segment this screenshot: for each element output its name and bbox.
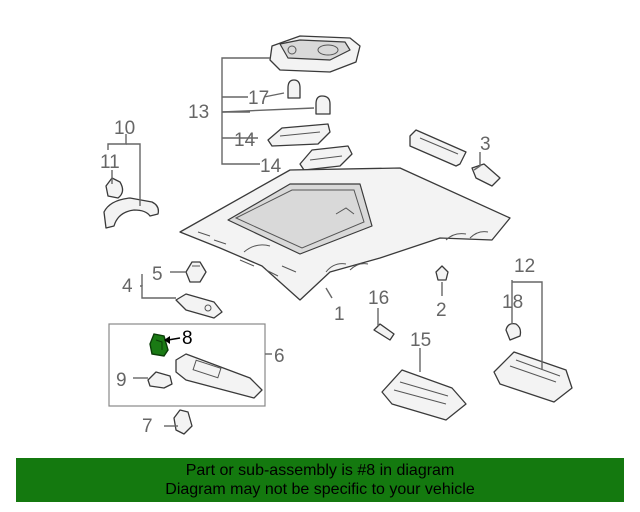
visor-bracket-9 xyxy=(147,371,173,389)
sunvisor-group-box xyxy=(108,323,266,407)
grip-cover-11 xyxy=(105,177,124,199)
clip-2 xyxy=(435,265,449,281)
overhead-console xyxy=(269,35,361,73)
callout-11: 11 xyxy=(100,152,120,173)
callout-16: 16 xyxy=(368,288,389,309)
visor-holder-8 xyxy=(149,333,169,357)
clip-5 xyxy=(185,261,207,283)
banner-line-1: Part or sub-assembly is #8 in diagram xyxy=(185,462,455,479)
bulb-18 xyxy=(505,322,522,341)
callout-13: 13 xyxy=(188,102,209,123)
callout-4: 4 xyxy=(122,276,133,297)
callout-8: 8 xyxy=(182,328,193,349)
callout-15: 15 xyxy=(410,330,431,351)
info-banner: Part or sub-assembly is #8 in diagram Di… xyxy=(16,458,624,502)
callout-7: 7 xyxy=(142,416,153,437)
assist-grip xyxy=(103,197,160,229)
bulb-16 xyxy=(373,323,395,341)
map-lamp-15 xyxy=(381,369,467,421)
clip-7 xyxy=(173,409,193,435)
callout-3: 3 xyxy=(480,134,491,155)
callout-10: 10 xyxy=(114,118,135,139)
dome-lamp-12 xyxy=(493,351,573,403)
headliner xyxy=(179,167,511,301)
callout-18: 18 xyxy=(502,292,523,313)
banner-line-2: Diagram may not be specific to your vehi… xyxy=(165,481,475,498)
holder-4 xyxy=(175,293,223,319)
callout-14-upper: 14 xyxy=(234,130,256,151)
trim-14-lower xyxy=(299,145,353,171)
callout-12: 12 xyxy=(514,256,535,277)
clip-13-small xyxy=(315,95,331,115)
callout-9: 9 xyxy=(116,370,127,391)
callout-17: 17 xyxy=(248,88,269,109)
callout-2: 2 xyxy=(436,300,447,321)
callout-1: 1 xyxy=(334,304,345,325)
sunvisor xyxy=(175,353,263,399)
trim-14-upper xyxy=(267,123,331,147)
callout-6: 6 xyxy=(274,346,285,367)
rail-3 xyxy=(409,129,501,187)
callout-14-lower: 14 xyxy=(260,156,282,177)
callout-5: 5 xyxy=(152,264,163,285)
clip-17 xyxy=(287,79,301,99)
